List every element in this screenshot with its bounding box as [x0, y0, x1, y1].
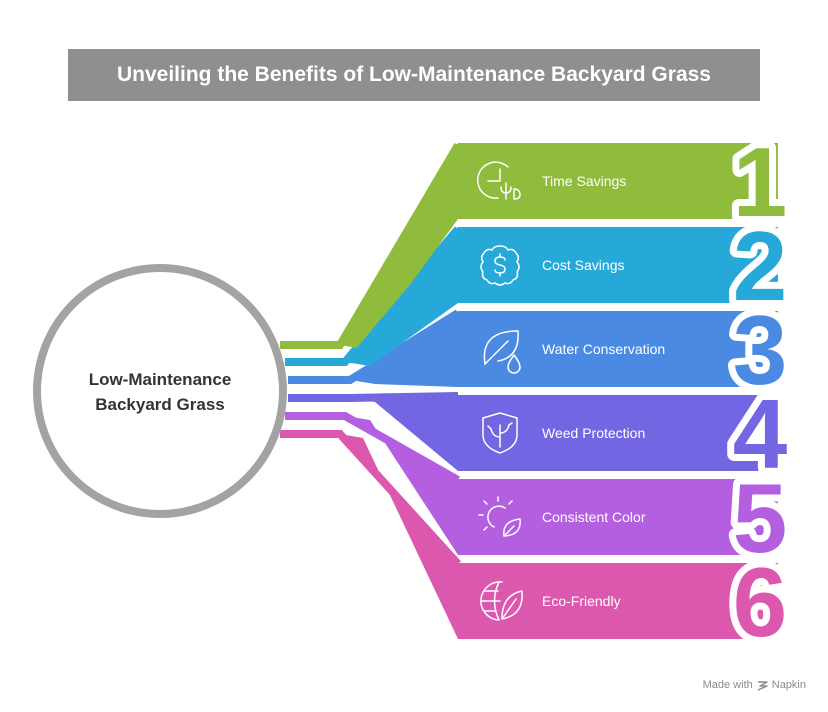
number-5: 5 5: [726, 456, 795, 580]
leaf-drop-icon: [483, 330, 521, 374]
center-circle: [33, 264, 287, 518]
number-2-outline: 2: [733, 211, 788, 321]
band-4: [350, 395, 778, 471]
band-3-shape: [350, 311, 778, 387]
item-label-3: Water Conservation: [542, 341, 665, 357]
globe-leaf-icon: [480, 581, 523, 621]
item-label-1: Time Savings: [542, 173, 626, 189]
number-6-outline: 6: [733, 547, 788, 657]
number-6: 6 6: [726, 540, 795, 664]
item-label-4: Weed Protection: [542, 425, 645, 441]
band-5: [345, 416, 778, 555]
number-2: 2 2: [726, 204, 795, 328]
band-6-shape: [340, 434, 778, 639]
band-1: [340, 143, 778, 349]
title-banner: Unveiling the Benefits of Low-Maintenanc…: [68, 49, 760, 101]
band-5-shape: [345, 416, 778, 555]
number-5-fill: 5: [733, 463, 788, 573]
number-1: 1 1: [726, 120, 795, 244]
sun-leaf-icon: [478, 496, 521, 537]
number-3-outline: 3: [733, 295, 788, 405]
number-1-fill: 1: [733, 127, 788, 237]
made-with-text: Made with: [702, 679, 753, 691]
napkin-logo-icon: [757, 680, 768, 691]
band-3: [350, 311, 778, 387]
number-3: 3 3: [726, 288, 795, 412]
number-1-outline: 1: [733, 127, 788, 237]
number-4-fill: 4: [733, 379, 788, 489]
number-4: 4 4: [726, 372, 795, 496]
page-title: Unveiling the Benefits of Low-Maintenanc…: [117, 63, 711, 86]
band-6: [340, 434, 778, 639]
center-label-line2: Backyard Grass: [95, 395, 224, 414]
item-label-2: Cost Savings: [542, 257, 624, 273]
item-label-6: Eco-Friendly: [542, 593, 621, 609]
center-label-line1: Low-Maintenance: [89, 370, 232, 389]
band-1-shape: [340, 143, 778, 349]
item-label-5: Consistent Color: [542, 509, 646, 525]
number-4-outline: 4: [733, 379, 788, 489]
napkin-brand: Napkin: [771, 679, 806, 691]
dollar-badge-icon: [480, 245, 520, 286]
number-5-outline: 5: [733, 463, 788, 573]
number-2-fill: 2: [733, 211, 788, 321]
shield-plant-icon: [482, 412, 518, 454]
footer: Made with Napkin: [703, 679, 806, 691]
band-2: [345, 227, 778, 366]
number-6-fill: 6: [733, 547, 788, 657]
clock-plant-icon: [476, 161, 521, 200]
number-3-fill: 3: [733, 295, 788, 405]
band-2-shape: [345, 227, 778, 366]
band-4-shape: [350, 395, 778, 471]
